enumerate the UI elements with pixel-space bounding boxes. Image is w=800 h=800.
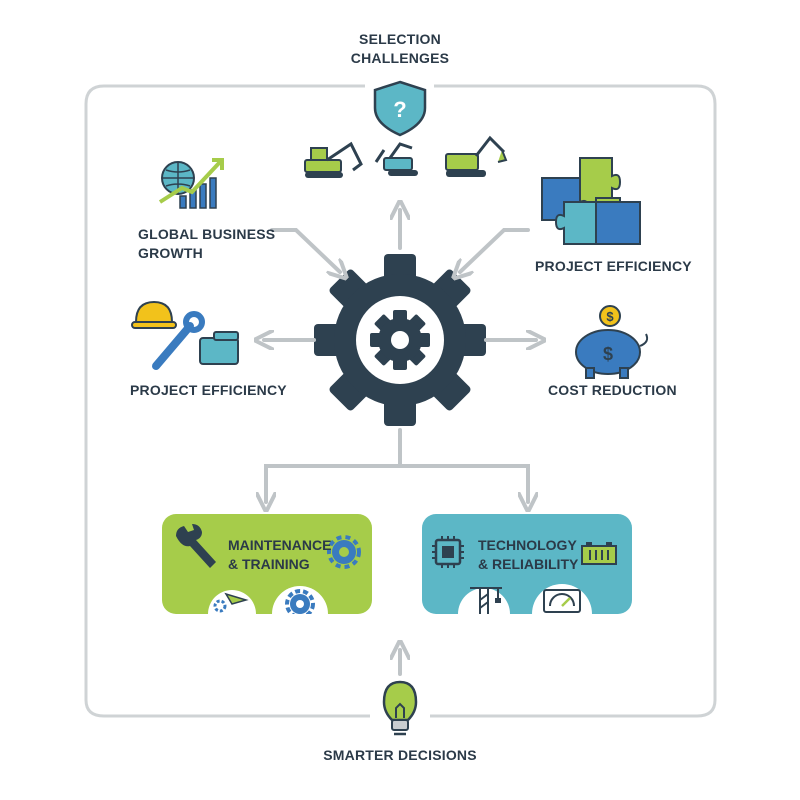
svg-text:?: ? [393,97,406,122]
technology-label-line2: & RELIABILITY [478,556,579,572]
project-efficiency-right-label: PROJECT EFFICIENCY [535,258,692,274]
puzzle-icon [541,157,641,245]
smarter-decisions-label: SMARTER DECISIONS [323,747,477,763]
arrow-split-right [398,464,528,502]
technology-label: TECHNOLOGY & RELIABILITY [478,536,578,574]
battery-icon [581,542,617,565]
selection-challenges-line2: CHALLENGES [350,50,450,66]
svg-text:$: $ [606,309,614,324]
global-growth-line2: GROWTH [138,245,203,261]
hardhat-wrench-icon [131,300,239,370]
gear-icon [314,254,486,426]
excavator-icon [445,135,508,177]
globe-growth-chart-icon [158,158,224,209]
selection-challenges-line1: SELECTION [359,31,441,47]
maintenance-label: MAINTENANCE & TRAINING [228,536,331,574]
selection-challenges-title: SELECTION CHALLENGES [330,30,470,68]
excavator-icon [374,142,418,176]
chip-icon [432,536,464,568]
arrow-from-puzzle [460,228,530,272]
gear-icon [327,535,361,569]
global-business-growth-label: GLOBAL BUSINESS GROWTH [138,225,298,263]
outer-frame [84,84,717,718]
cost-reduction-label: COST REDUCTION [548,382,677,398]
crane-icon [458,587,510,614]
piggy-bank-icon: $ $ [575,305,649,379]
maintenance-icons [176,524,361,614]
maintenance-label-line1: MAINTENANCE [228,537,332,553]
technology-icons [432,536,617,614]
svg-text:$: $ [603,344,613,364]
arrow-from-growth [270,228,340,272]
technology-reliability-box: TECHNOLOGY & RELIABILITY [422,514,632,614]
lightbulb-icon [382,680,418,736]
excavator-icon [304,141,363,178]
project-efficiency-left-label: PROJECT EFFICIENCY [130,382,287,398]
arrow-split [266,428,402,502]
technology-label-line1: TECHNOLOGY [478,537,577,553]
maintenance-training-box: MAINTENANCE & TRAINING [162,514,372,614]
maintenance-label-line2: & TRAINING [228,556,310,572]
gear-icon [272,586,328,614]
wrench-icon [176,524,216,568]
question-shield-icon: ? [373,80,427,137]
paper-plane-gear-icon [208,590,256,614]
global-growth-line1: GLOBAL BUSINESS [138,226,276,242]
gauge-icon [532,584,592,614]
